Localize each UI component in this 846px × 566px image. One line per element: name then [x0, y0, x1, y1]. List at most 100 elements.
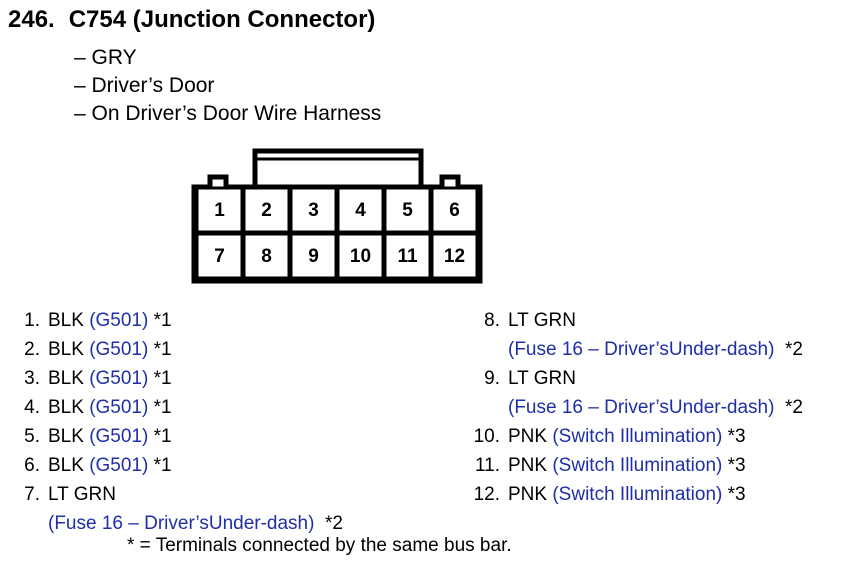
pin-entry-2: 2. BLK (G501) *1	[0, 335, 343, 364]
connector-attributes: – GRY – Driver’s Door – On Driver’s Door…	[74, 44, 381, 128]
pin-destination-link[interactable]: (G501)	[89, 368, 149, 389]
pin-index: 4.	[24, 397, 40, 418]
pin-index: 3.	[24, 368, 40, 389]
bus-bar-note: *1	[153, 397, 172, 418]
pin-index: 10.	[473, 426, 500, 447]
bus-bar-note: *1	[153, 455, 172, 476]
wire-color: BLK	[48, 339, 84, 360]
pin-index: 8.	[484, 310, 500, 331]
bus-bar-note: *1	[153, 339, 172, 360]
pin-number-3: 3	[308, 200, 319, 221]
bus-bar-footnote: * = Terminals connected by the same bus …	[127, 535, 512, 556]
wire-color: BLK	[48, 455, 84, 476]
bus-bar-note: *3	[727, 426, 746, 447]
connector-title: 246. C754 (Junction Connector)	[8, 6, 375, 34]
pin-entry-8: 8. LT GRN	[460, 306, 803, 335]
bus-bar-note: *1	[153, 368, 172, 389]
pin-number-5: 5	[402, 200, 413, 221]
pin-entry-5: 5. BLK (G501) *1	[0, 422, 343, 451]
wire-color: PNK	[508, 426, 548, 447]
wire-color: BLK	[48, 397, 84, 418]
pin-cell	[242, 232, 291, 280]
bus-bar-note: *2	[785, 397, 803, 418]
pin-destination-link[interactable]: (Fuse 16 – Driver’sUnder-dash)	[48, 513, 315, 534]
connector-lock-tab	[252, 148, 424, 190]
pin-entry-9-continued: (Fuse 16 – Driver’sUnder-dash) *2	[460, 393, 803, 422]
pin-index: 12.	[473, 484, 500, 505]
pin-destination-link[interactable]: (G501)	[89, 426, 149, 447]
pin-cell	[383, 186, 432, 234]
pin-destination-link[interactable]: (Fuse 16 – Driver’sUnder-dash)	[508, 339, 775, 360]
pin-cell	[383, 232, 432, 280]
pin-entry-4: 4. BLK (G501) *1	[0, 393, 343, 422]
wire-color: PNK	[508, 484, 548, 505]
wire-color: BLK	[48, 310, 84, 331]
wire-color: BLK	[48, 368, 84, 389]
pin-destination-link[interactable]: (G501)	[89, 455, 149, 476]
wire-color: BLK	[48, 426, 84, 447]
pin-cell	[242, 186, 291, 234]
pin-destination-link[interactable]: (G501)	[89, 339, 149, 360]
pin-number-8: 8	[261, 246, 272, 267]
pin-entry-10: 10. PNK (Switch Illumination) *3	[460, 422, 803, 451]
pin-number-7: 7	[214, 246, 225, 267]
bus-bar-note: *2	[325, 513, 343, 534]
pin-entry-7: 7. LT GRN	[0, 480, 343, 509]
pin-entry-11: 11. PNK (Switch Illumination) *3	[460, 451, 803, 480]
pin-cell	[195, 186, 244, 234]
attribute-color: – GRY	[74, 46, 137, 69]
attribute-location: – Driver’s Door	[74, 74, 215, 97]
pin-index: 1.	[24, 310, 40, 331]
pin-cell	[430, 232, 479, 280]
pin-number-11: 11	[397, 246, 418, 267]
pin-number-2: 2	[261, 200, 272, 221]
pin-index: 5.	[24, 426, 40, 447]
pin-destination-link[interactable]: (Switch Illumination)	[552, 484, 723, 505]
attribute-harness: – On Driver’s Door Wire Harness	[74, 102, 382, 125]
pin-cell	[430, 186, 479, 234]
pin-number-12: 12	[444, 246, 465, 267]
pin-entry-9: 9. LT GRN	[460, 364, 803, 393]
bus-bar-note: *2	[785, 339, 803, 360]
pin-entry-6: 6. BLK (G501) *1	[0, 451, 343, 480]
pin-cell	[195, 232, 244, 280]
pin-list-left: 1. BLK (G501) *1 2. BLK (G501) *1 3. BLK (G…	[0, 306, 343, 538]
bus-bar-note: *3	[727, 455, 746, 476]
pin-entry-12: 12. PNK (Switch Illumination) *3	[460, 480, 803, 509]
wire-color: PNK	[508, 455, 548, 476]
connector-face-diagram: 1 2 3 4 5 6 7 8 9 10 11 12	[191, 148, 483, 284]
bus-bar-note: *1	[153, 426, 172, 447]
wire-color: LT GRN	[508, 310, 576, 331]
pin-index: 6.	[24, 455, 40, 476]
pin-cell	[336, 232, 385, 280]
pin-destination-link[interactable]: (Switch Illumination)	[552, 455, 723, 476]
pin-destination-link[interactable]: (Switch Illumination)	[552, 426, 723, 447]
pin-index: 11.	[474, 455, 500, 476]
bus-bar-note: *3	[727, 484, 746, 505]
pin-cell	[289, 232, 338, 280]
pin-cell	[336, 186, 385, 234]
pin-index: 2.	[24, 339, 40, 360]
connector-bottom-row	[195, 232, 479, 280]
pin-destination-link[interactable]: (G501)	[89, 310, 149, 331]
pin-number-1: 1	[214, 200, 225, 221]
pin-index: 7.	[24, 484, 40, 505]
pin-number-9: 9	[308, 246, 319, 267]
bus-bar-note: *1	[153, 310, 172, 331]
pin-cell	[289, 186, 338, 234]
connector-name: C754 (Junction Connector)	[68, 6, 376, 33]
pin-entry-8-continued: (Fuse 16 – Driver’sUnder-dash) *2	[460, 335, 803, 364]
pin-index: 9.	[484, 368, 500, 389]
wire-color: LT GRN	[508, 368, 576, 389]
pin-entry-7-continued: (Fuse 16 – Driver’sUnder-dash) *2	[0, 509, 343, 538]
pin-destination-link[interactable]: (Fuse 16 – Driver’sUnder-dash)	[508, 397, 775, 418]
pin-number-4: 4	[355, 200, 366, 221]
pin-number-10: 10	[350, 246, 371, 267]
pin-list-right: 8. LT GRN (Fuse 16 – Driver’sUnder-dash) …	[460, 306, 803, 509]
pin-entry-1: 1. BLK (G501) *1	[0, 306, 343, 335]
section-number: 246.	[8, 6, 55, 33]
pin-destination-link[interactable]: (G501)	[89, 397, 149, 418]
connector-top-row	[195, 186, 479, 234]
wire-color: LT GRN	[48, 484, 116, 505]
pin-number-6: 6	[449, 200, 460, 221]
